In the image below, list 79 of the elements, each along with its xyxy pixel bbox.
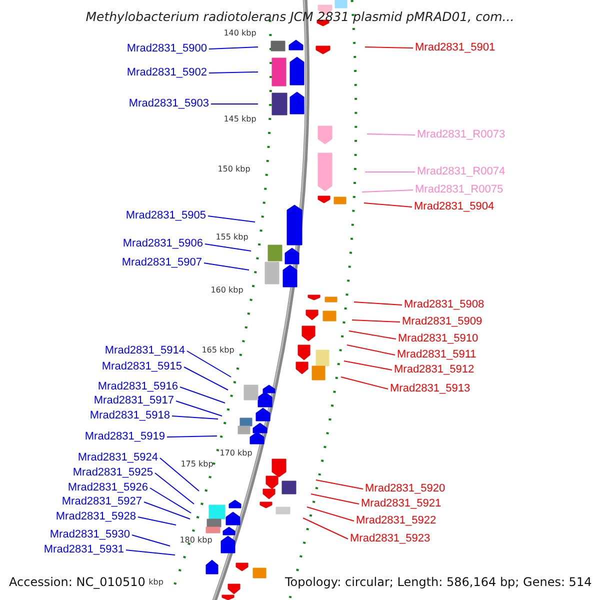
gene-label: Mrad2831_5927 — [62, 496, 142, 508]
gene-label: Mrad2831_5920 — [365, 482, 446, 496]
leader-line — [184, 366, 228, 390]
leader-line — [208, 46, 258, 50]
gene-label: Mrad2831_5928 — [56, 510, 136, 524]
gene-label: Mrad2831_R0073 — [417, 128, 506, 142]
leader-line — [150, 488, 192, 514]
gene-label: Mrad2831_5923 — [350, 532, 430, 546]
gene-label: Mrad2831_5907 — [122, 256, 202, 270]
gene-label: Mrad2831_5930 — [50, 528, 130, 542]
leader-line — [138, 516, 176, 526]
leader-line — [310, 494, 360, 504]
gene-label: Mrad2831_5912 — [394, 364, 474, 376]
gene-label: Mrad2831_R0074 — [417, 166, 506, 178]
leader-line — [366, 134, 416, 136]
leader-line — [354, 302, 402, 306]
leader-line — [180, 386, 226, 404]
gene-label: Mrad2831_5916 — [98, 380, 178, 394]
leader-line — [166, 436, 218, 438]
scale-label: 155 kbp — [216, 232, 248, 242]
leader-line — [132, 534, 170, 546]
leader-line — [362, 190, 414, 192]
scale-label: 145 kbp — [224, 114, 256, 124]
leader-line — [208, 72, 258, 74]
leader-line — [176, 400, 222, 416]
leader-line — [344, 360, 392, 370]
gene-label: Mrad2831_5931 — [44, 544, 124, 556]
gene-label: Mrad2831_5911 — [397, 348, 476, 362]
leader-line — [364, 202, 412, 208]
gene-label: Mrad2831_5903 — [128, 98, 209, 110]
gene-label: Mrad2831_5909 — [402, 316, 482, 328]
gene-label: Mrad2831_5921 — [361, 498, 442, 510]
scale-label: 175 kbp — [180, 460, 214, 468]
leader-line — [352, 320, 400, 322]
leader-line — [172, 416, 218, 420]
leader-line — [204, 262, 250, 270]
gene-label: Mrad2831_5915 — [102, 360, 182, 374]
gene-label: Mrad2831_5917 — [94, 394, 174, 408]
scale-label: kbp — [148, 578, 164, 586]
leader-line — [160, 458, 200, 492]
leader-line — [302, 518, 348, 540]
gene-label: Mrad2831_5914 — [104, 344, 185, 358]
topology-text: Topology: circular; Length: 586,164 bp; Genes: 514 — [285, 575, 592, 589]
scale-label: 160 kbp — [210, 286, 244, 294]
leader-line — [154, 472, 194, 504]
gene-label: Mrad2831_5913 — [390, 382, 470, 396]
gene-label: Mrad2831_5922 — [356, 514, 436, 528]
scale-label: 165 kbp — [202, 346, 234, 354]
gene-label: Mrad2831_5906 — [122, 238, 203, 250]
gene-label: Mrad2831_5902 — [126, 66, 207, 80]
gene-label: Mrad2831_5900 — [126, 42, 207, 56]
leader-line — [348, 330, 396, 340]
leader-line — [186, 350, 232, 378]
gene-label: Mrad2831_5905 — [126, 210, 206, 222]
leader-line — [306, 506, 354, 522]
gene-label: Mrad2831_R0075 — [415, 184, 504, 196]
scale-label: 140 kbp — [224, 28, 256, 38]
leader-line — [208, 216, 256, 222]
scale-label: 170 kbp — [220, 448, 252, 458]
gene-label: Mrad2831_5910 — [398, 332, 478, 346]
gene-label: Mrad2831_5904 — [414, 200, 494, 214]
leader-line — [316, 480, 364, 490]
gene-label: Mrad2831_5925 — [72, 466, 153, 480]
leader-line — [340, 376, 388, 390]
gene-label: Mrad2831_5901 — [415, 42, 496, 54]
map-title: Methylobacterium radiotolerans JCM 2831 plasmid pMRAD01, com... — [84, 9, 516, 24]
leader-line — [346, 344, 396, 356]
scale-label: 180 kbp — [180, 536, 212, 544]
gene-label: Mrad2831_5926 — [68, 482, 148, 494]
leader-line — [364, 46, 414, 48]
gene-label: Mrad2831_5924 — [78, 452, 158, 464]
leader-line — [126, 550, 176, 556]
accession-text: Accession: NC_010510 — [9, 575, 146, 589]
gene-label: Mrad2831_5908 — [404, 298, 484, 312]
gene-label: Mrad2831_5918 — [90, 410, 170, 422]
leader-line — [204, 244, 252, 252]
leader-line — [144, 502, 190, 520]
scale-label: 150 kbp — [218, 164, 250, 174]
gene-label: Mrad2831_5919 — [84, 430, 165, 444]
